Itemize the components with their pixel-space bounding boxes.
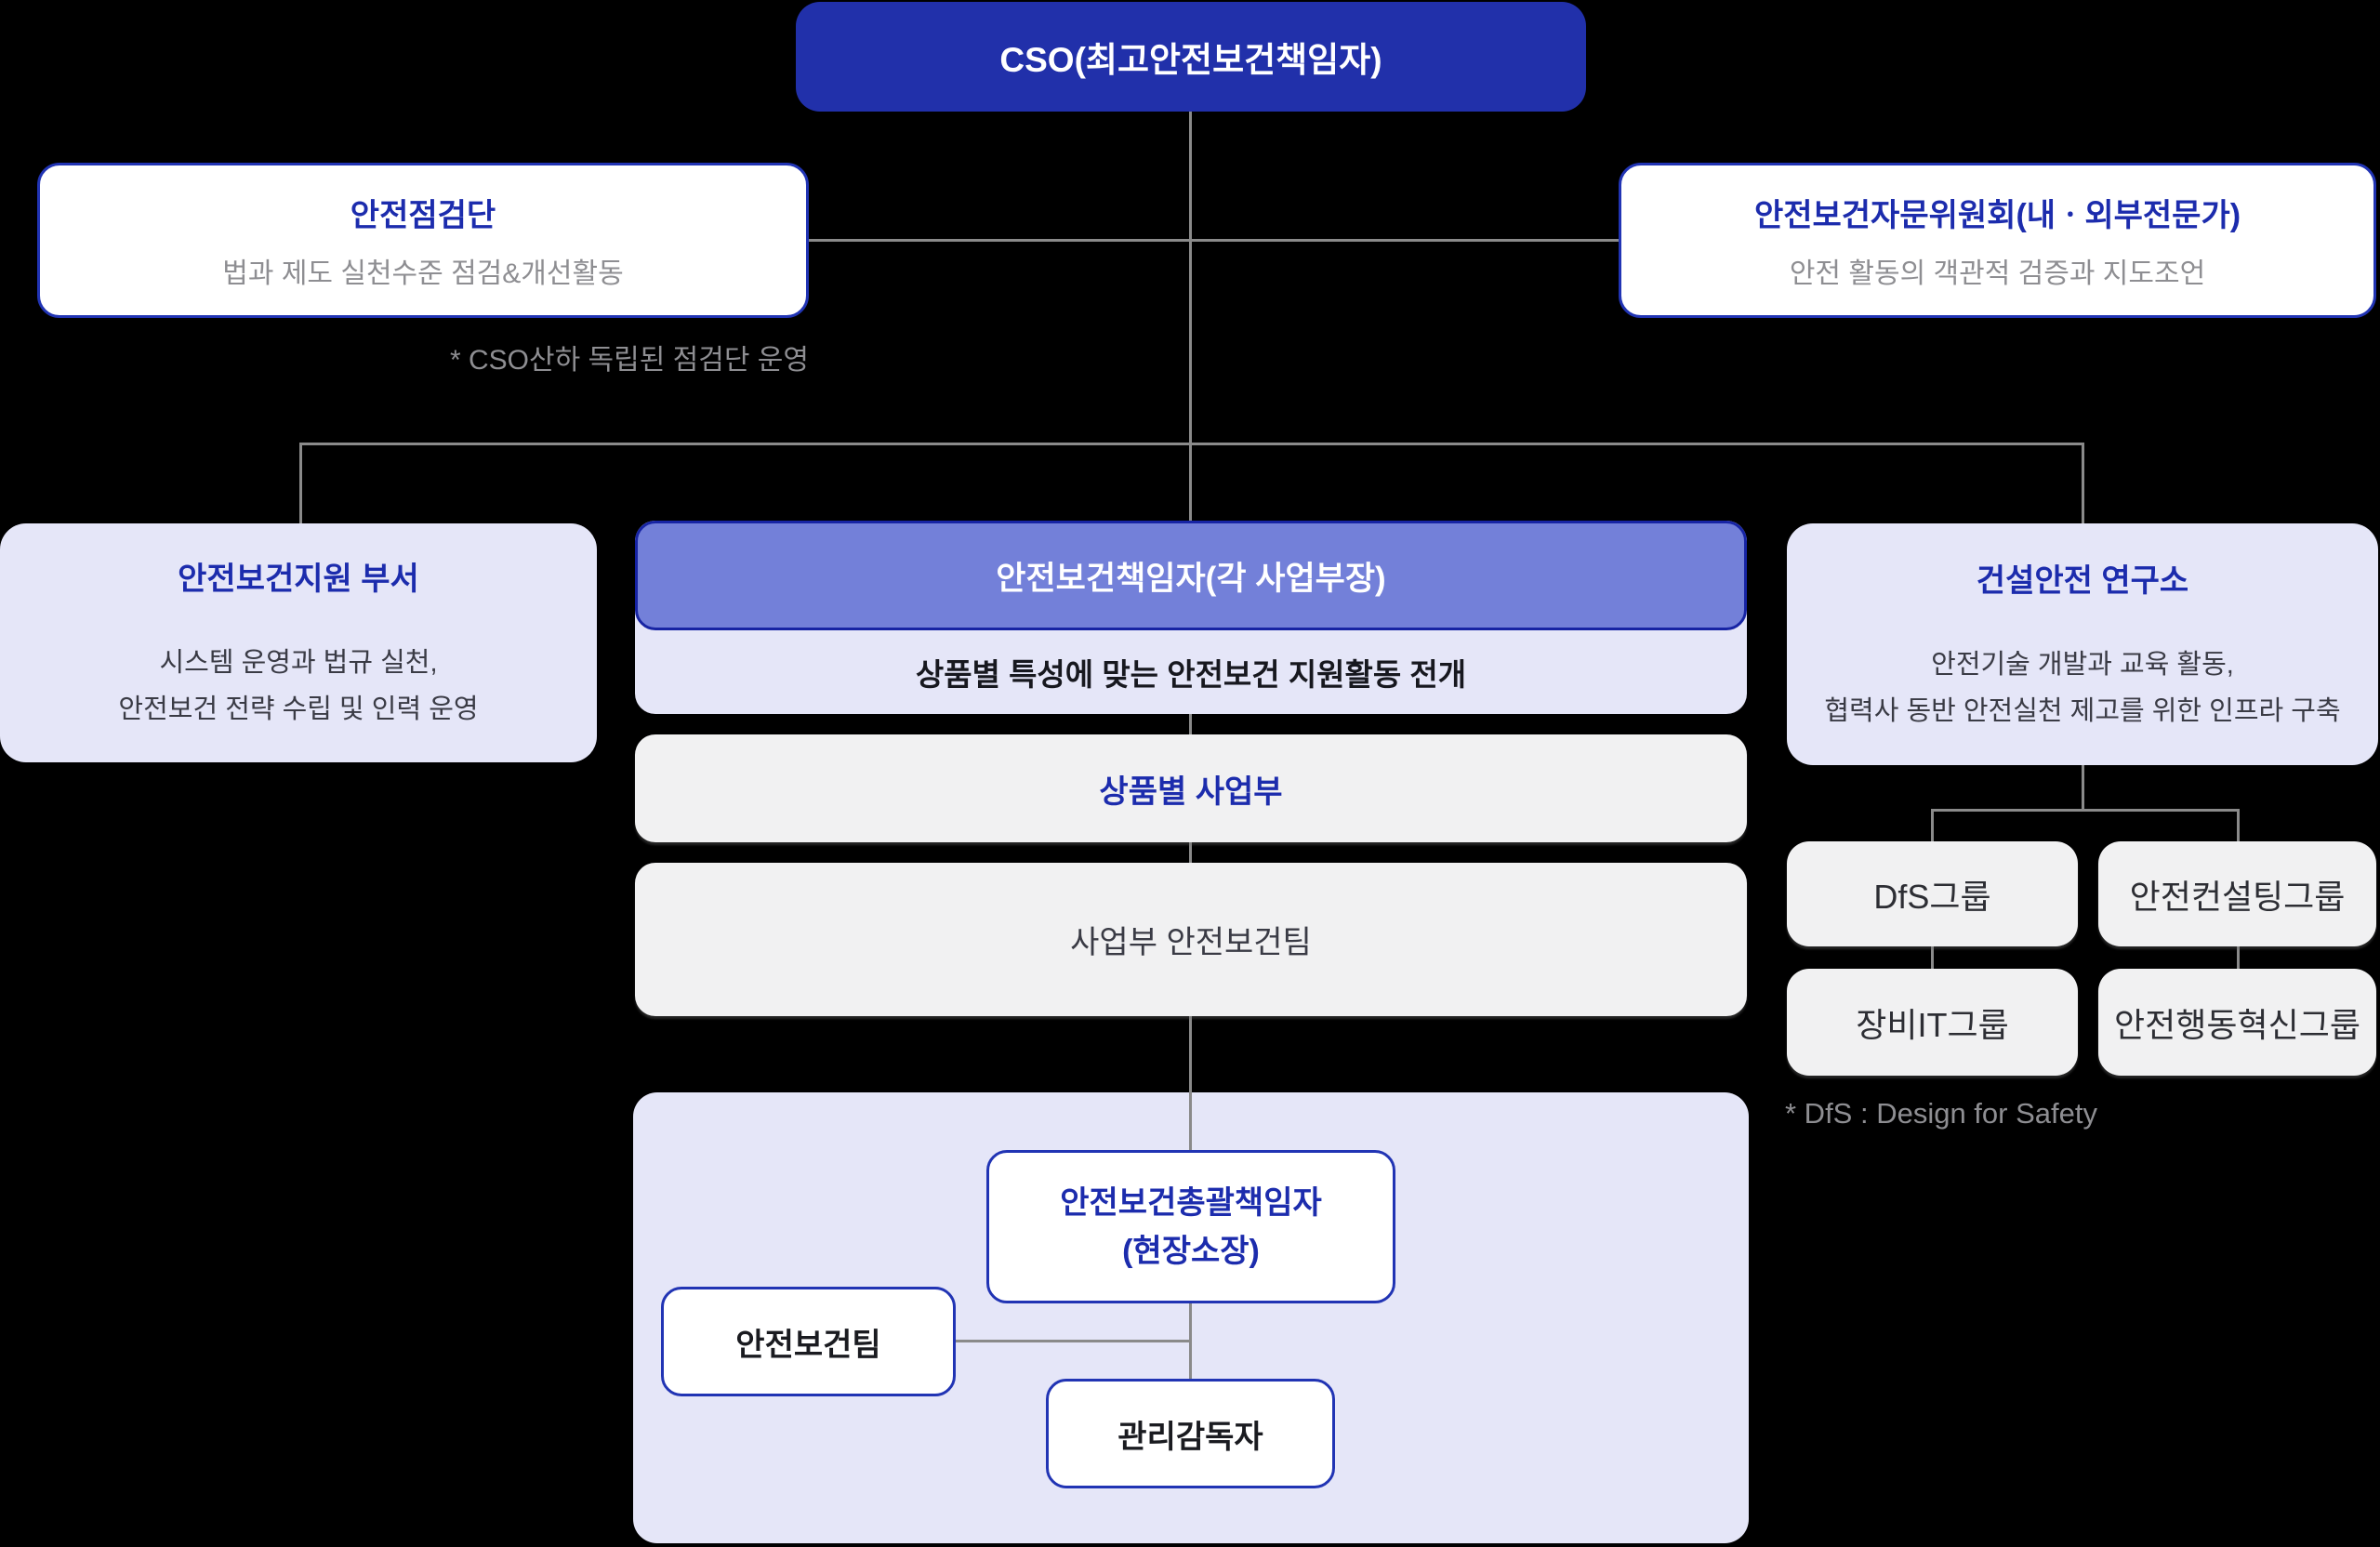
connector-row3-splitter xyxy=(299,443,2084,445)
support-dept-title: 안전보건지원 부서 xyxy=(178,562,419,597)
connector-consulting-to-behavior-group xyxy=(2237,945,2240,971)
group-dfs-label: DfS그룹 xyxy=(1873,877,1991,916)
group-box-safety-consulting: 안전컨설팅그룹 xyxy=(2098,841,2376,946)
connector-splitter-to-research xyxy=(2082,443,2084,524)
division-head-title: 안전보건책임자(각 사업부장) xyxy=(996,560,1386,597)
group-behavior-label: 안전행동혁신그룹 xyxy=(2114,1005,2360,1044)
support-dept-body-line1: 시스템 운영과 법규 실천, xyxy=(159,648,438,678)
advisory-committee-subtitle: 안전 활동의 객관적 검증과 지도조언 xyxy=(1789,258,2206,289)
division-head-subtitle: 상품별 특성에 맞는 안전보건 지원활동 전개 xyxy=(915,657,1467,692)
research-lab-body-line1: 안전기술 개발과 교육 활동, xyxy=(1931,649,2234,680)
division-head-section: 안전보건책임자(각 사업부장) 상품별 특성에 맞는 안전보건 지원활동 전개 xyxy=(635,521,1747,714)
group-equipment-it-label: 장비IT그룹 xyxy=(1856,1005,2009,1044)
cso-box: CSO(최고안전보건책임자) xyxy=(796,2,1586,112)
connector-splitter-to-dfs-group xyxy=(1931,809,1934,843)
research-lab-body-line2: 협력사 동반 안전실천 제고를 위한 인프라 구축 xyxy=(1824,695,2341,726)
advisory-committee-box: 안전보건자문위원회(내ㆍ외부전문가) 안전 활동의 객관적 검증과 지도조언 xyxy=(1619,163,2376,318)
connector-research-to-groups xyxy=(2082,765,2084,812)
connector-product-to-division-team xyxy=(1189,840,1192,865)
cso-label: CSO(최고안전보건책임자) xyxy=(999,41,1382,79)
connector-dfs-to-equipment-group xyxy=(1931,945,1934,971)
group-box-equipment-it: 장비IT그룹 xyxy=(1787,969,2078,1076)
connector-splitter-to-support-dept xyxy=(299,443,302,524)
product-division-title: 상품별 사업부 xyxy=(1099,774,1283,810)
site-supervisor-label: 관리감독자 xyxy=(1117,1419,1263,1455)
connector-division-team-to-chief xyxy=(1189,1014,1192,1152)
inspection-note: * CSO산하 독립된 점검단 운영 xyxy=(449,345,809,376)
site-chief-line2: (현장소장) xyxy=(1122,1233,1260,1269)
site-chief-line1: 안전보건총괄책임자 xyxy=(1060,1184,1322,1221)
division-safety-team-box: 사업부 안전보건팀 xyxy=(635,863,1747,1016)
connector-cso-to-inspection xyxy=(807,239,1191,242)
group-box-dfs: DfS그룹 xyxy=(1787,841,2078,946)
connector-splitter-to-consulting-group xyxy=(2237,809,2240,843)
safety-inspection-title: 안전점검단 xyxy=(350,198,496,233)
safety-inspection-box: 안전점검단 법과 제도 실천수준 점검&개선활동 xyxy=(37,163,809,318)
group-consulting-label: 안전컨설팅그룹 xyxy=(2129,877,2346,916)
research-lab-title: 건설안전 연구소 xyxy=(1976,562,2189,599)
safety-inspection-subtitle: 법과 제도 실천수준 점검&개선활동 xyxy=(222,258,624,289)
connector-team-to-chief-line xyxy=(954,1340,1191,1342)
site-safety-team-label: 안전보건팀 xyxy=(735,1327,881,1363)
research-lab-box: 건설안전 연구소 안전기술 개발과 교육 활동, 협력사 동반 안전실천 제고를… xyxy=(1787,523,2378,765)
division-safety-team-title: 사업부 안전보건팀 xyxy=(1070,925,1312,960)
dfs-note: * DfS : Design for Safety xyxy=(1785,1097,2097,1130)
group-box-safety-behavior-innovation: 안전행동혁신그룹 xyxy=(2098,969,2376,1076)
connector-groups-splitter xyxy=(1931,809,2240,812)
division-head-header: 안전보건책임자(각 사업부장) xyxy=(635,521,1747,630)
connector-cso-to-division-head xyxy=(1189,112,1192,522)
support-dept-body-line2: 안전보건 전략 수립 및 인력 운영 xyxy=(118,694,479,724)
division-head-subtitle-band: 상품별 특성에 맞는 안전보건 지원활동 전개 xyxy=(916,630,1466,714)
site-chief-box: 안전보건총괄책임자 (현장소장) xyxy=(986,1150,1395,1303)
product-division-box: 상품별 사업부 xyxy=(635,734,1747,842)
support-dept-box: 안전보건지원 부서 시스템 운영과 법규 실천, 안전보건 전략 수립 및 인력… xyxy=(0,523,597,762)
connector-cso-to-advisory xyxy=(1191,239,1620,242)
connector-head-to-product-division xyxy=(1189,712,1192,736)
site-supervisor-box: 관리감독자 xyxy=(1046,1379,1335,1488)
advisory-committee-title: 안전보건자문위원회(내ㆍ외부전문가) xyxy=(1753,198,2241,233)
site-safety-team-box: 안전보건팀 xyxy=(661,1287,956,1396)
